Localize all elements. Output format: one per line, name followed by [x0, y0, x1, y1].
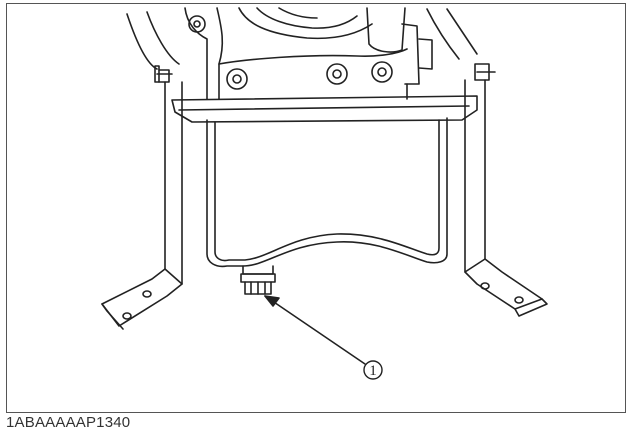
oil-pan-drain-plug-illustration: 1	[101, 7, 548, 380]
callout-leader	[264, 295, 366, 365]
illustration-frame: 1	[6, 3, 626, 413]
oil-pan-flange	[171, 95, 478, 123]
engine-housing	[126, 7, 478, 100]
drain-plug	[240, 265, 276, 295]
left-bracket	[101, 65, 183, 330]
oil-pan	[206, 117, 448, 268]
callout-1-label: 1	[369, 363, 377, 379]
right-bracket	[464, 63, 548, 317]
callout-1: 1	[363, 360, 383, 380]
figure-code: 1ABAAAAAP1340	[6, 414, 131, 431]
